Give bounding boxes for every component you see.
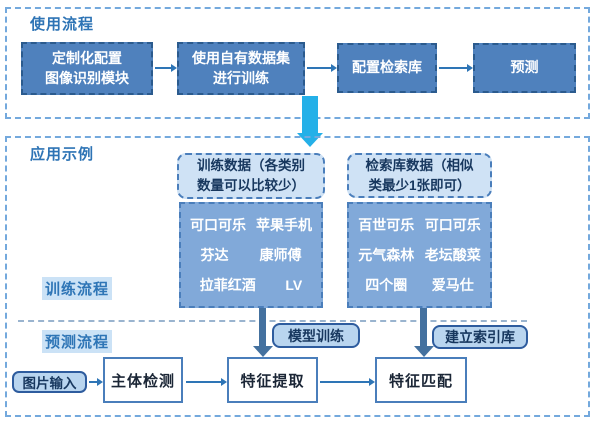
training-data-row: 芬达 康师傅 (185, 245, 317, 265)
build-index-arrow-head (414, 346, 434, 357)
model-training-arrow-head (253, 346, 273, 357)
application-section (5, 136, 590, 417)
retrieval-item: 元气森林 (358, 247, 415, 263)
feature-extraction-box: 特征提取 (227, 357, 318, 403)
prediction-flow-label: 预测流程 (42, 330, 113, 353)
arrow-step3-step4 (439, 64, 473, 72)
training-item: 芬达 (200, 247, 229, 263)
retrieval-item: 可口可乐 (424, 217, 481, 233)
retrieval-data-row: 四个圈 爱马仕 (353, 275, 486, 295)
application-title: 应用示例 (30, 146, 95, 163)
training-item: LV (285, 277, 303, 293)
step-predict: 预测 (473, 43, 576, 93)
build-index-pill: 建立索引库 (432, 325, 528, 349)
training-item: 康师傅 (259, 247, 302, 263)
training-item: 苹果手机 (256, 217, 312, 233)
training-flow-label: 训练流程 (42, 277, 113, 300)
step-train-own-data: 使用自有数据集 进行训练 (177, 42, 305, 95)
retrieval-data-header: 检索库数据（相似 类最少1张即可） (347, 153, 492, 198)
flow-divider-line (18, 320, 527, 322)
retrieval-item: 老坛酸菜 (424, 247, 481, 263)
retrieval-item: 爱马仕 (431, 277, 474, 293)
subject-detection-box: 主体检测 (103, 357, 183, 403)
arrow-input-detect (89, 378, 103, 386)
training-data-header: 训练数据（各类别 数量可以比较少） (177, 153, 325, 199)
step-custom-config: 定制化配置 图像识别模块 (21, 42, 153, 95)
training-data-box: 可口可乐 苹果手机 芬达 康师傅 拉菲红酒 LV (179, 202, 323, 308)
usage-flow-section (5, 7, 590, 119)
usage-flow-title: 使用流程 (30, 16, 95, 33)
retrieval-data-box: 百世可乐 可口可乐 元气森林 老坛酸菜 四个圈 爱马仕 (347, 202, 492, 308)
retrieval-item: 百世可乐 (358, 217, 415, 233)
big-down-arrow-shaft (302, 96, 318, 133)
retrieval-item: 四个圈 (365, 277, 408, 293)
arrow-step2-step3 (307, 64, 337, 72)
retrieval-data-row: 元气森林 老坛酸菜 (353, 245, 486, 265)
arrow-extract-match (320, 378, 375, 386)
model-training-arrow-shaft (259, 308, 266, 347)
arrow-step1-step2 (155, 64, 177, 72)
training-data-row: 可口可乐 苹果手机 (185, 215, 317, 235)
arrow-detect-extract (186, 378, 227, 386)
training-item: 可口可乐 (190, 217, 246, 233)
training-item: 拉菲红酒 (199, 277, 256, 293)
build-index-arrow-shaft (420, 308, 427, 347)
feature-matching-box: 特征匹配 (375, 357, 467, 403)
retrieval-data-row: 百世可乐 可口可乐 (353, 215, 486, 235)
training-data-row: 拉菲红酒 LV (185, 275, 317, 295)
step-config-retrieval: 配置检索库 (337, 43, 437, 93)
image-input-pill: 图片输入 (12, 371, 87, 393)
model-training-pill: 模型训练 (272, 323, 360, 348)
